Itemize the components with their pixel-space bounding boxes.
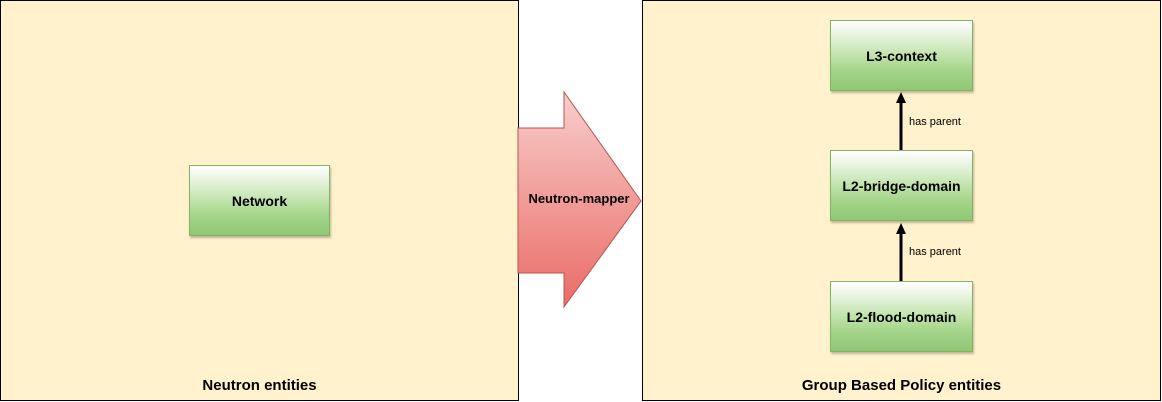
neutron-entities-caption: Neutron entities	[202, 377, 317, 394]
network-entity[interactable]: Network	[189, 165, 330, 236]
l3-context-entity[interactable]: L3-context	[830, 20, 973, 91]
has-parent-label-lower: has parent	[909, 246, 961, 258]
gbp-entities-caption: Group Based Policy entities	[801, 377, 1002, 394]
flood-to-bridge-arrowhead	[896, 223, 906, 234]
has-parent-label-upper: has parent	[909, 116, 961, 128]
bridge-to-l3-arrowhead	[896, 92, 906, 103]
l2-bridge-domain-entity[interactable]: L2-bridge-domain	[830, 150, 973, 221]
mapper-arrow-shape	[517, 90, 642, 309]
l2-flood-domain-entity[interactable]: L2-flood-domain	[830, 281, 973, 352]
has-parent-connectors	[896, 92, 906, 281]
neutron-mapper-arrow	[517, 90, 642, 309]
